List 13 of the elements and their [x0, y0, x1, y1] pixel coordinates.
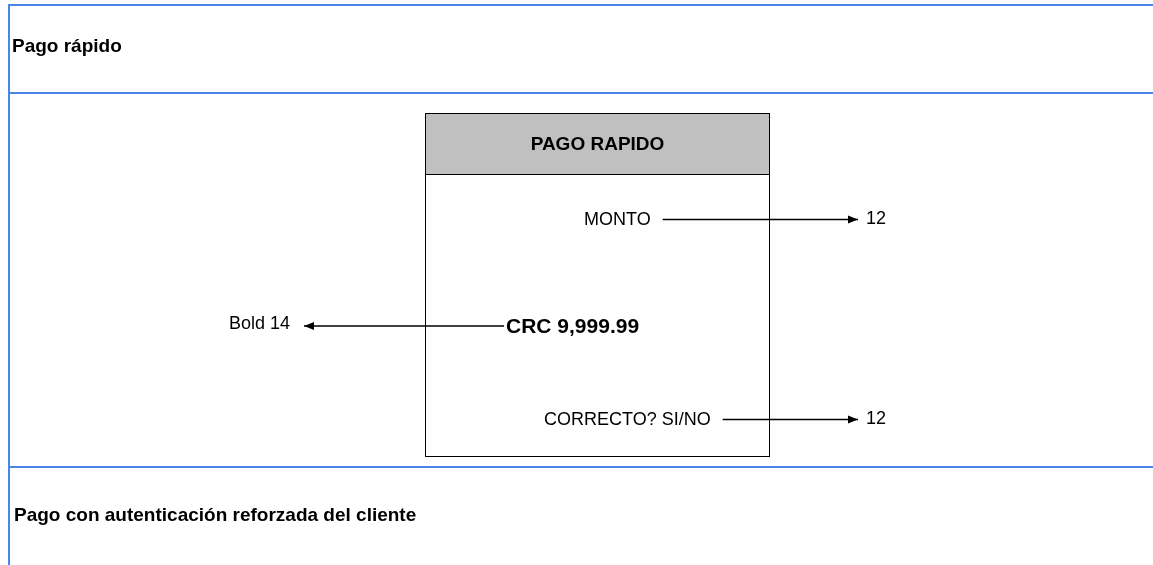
annotation-text: 12 — [866, 208, 887, 229]
screen-mockup — [425, 113, 770, 457]
field-label: MONTO — [584, 209, 651, 230]
field-label: CORRECTO? SI/NO — [544, 409, 711, 430]
annotation-text: Bold 14 — [229, 313, 291, 334]
leader-arrow — [722, 415, 859, 424]
leader-arrow — [662, 215, 859, 224]
section-heading: Pago rápido — [12, 35, 122, 57]
amount-text: CRC 9,999.99 — [506, 314, 640, 338]
section-heading: Pago con autenticación reforzada del cliente — [14, 504, 417, 526]
leader-arrow — [303, 321, 505, 331]
annotation-text: 12 — [866, 408, 887, 429]
header-bar: PAGO RAPIDO — [426, 114, 769, 175]
